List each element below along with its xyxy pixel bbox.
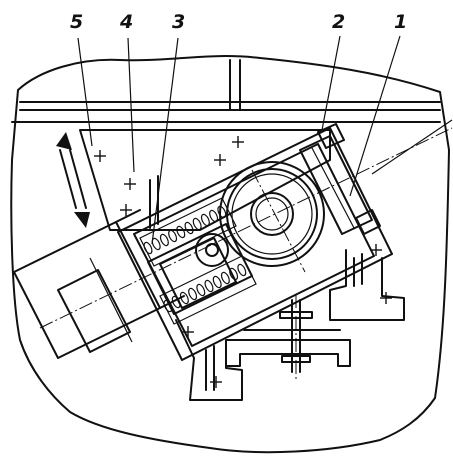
- spring-coil: [200, 213, 210, 227]
- spring-coil: [209, 209, 219, 223]
- spring-coil: [237, 263, 247, 277]
- spring-coil: [217, 205, 227, 219]
- spring-coil: [188, 287, 198, 301]
- spring-coil: [151, 237, 161, 251]
- callout-3: 3: [172, 11, 185, 33]
- plunger: [159, 233, 237, 309]
- top-rail: [11, 59, 441, 123]
- large-wheel: [219, 161, 325, 267]
- spring-coil: [143, 241, 153, 255]
- spring-coil: [212, 275, 222, 289]
- callout-1: 1: [394, 11, 407, 33]
- motion-arrow: [56, 132, 90, 228]
- spring-coil: [159, 233, 169, 247]
- spring-coil: [163, 299, 173, 313]
- spring-coil: [168, 229, 178, 243]
- wheel-centerline: [251, 169, 306, 273]
- leader-lines: [77, 35, 453, 245]
- spring-coil: [184, 221, 194, 235]
- callout-2: 2: [332, 11, 345, 33]
- spring-coil: [220, 271, 230, 285]
- spring-coil: [176, 225, 186, 239]
- spring-coil: [229, 267, 239, 281]
- spring-coil: [196, 283, 206, 297]
- plus-markers: [94, 136, 392, 388]
- spring-coil: [179, 291, 189, 305]
- clamp-block: [299, 123, 381, 235]
- housing-outline: [10, 55, 450, 454]
- main-centerline: [39, 127, 453, 329]
- spring-pack: [139, 197, 257, 325]
- callout-4: 4: [119, 11, 133, 33]
- spring-coil: [192, 217, 202, 231]
- spring-coil: [204, 279, 214, 293]
- bottom-fork: [225, 294, 351, 380]
- callout-5: 5: [70, 11, 83, 33]
